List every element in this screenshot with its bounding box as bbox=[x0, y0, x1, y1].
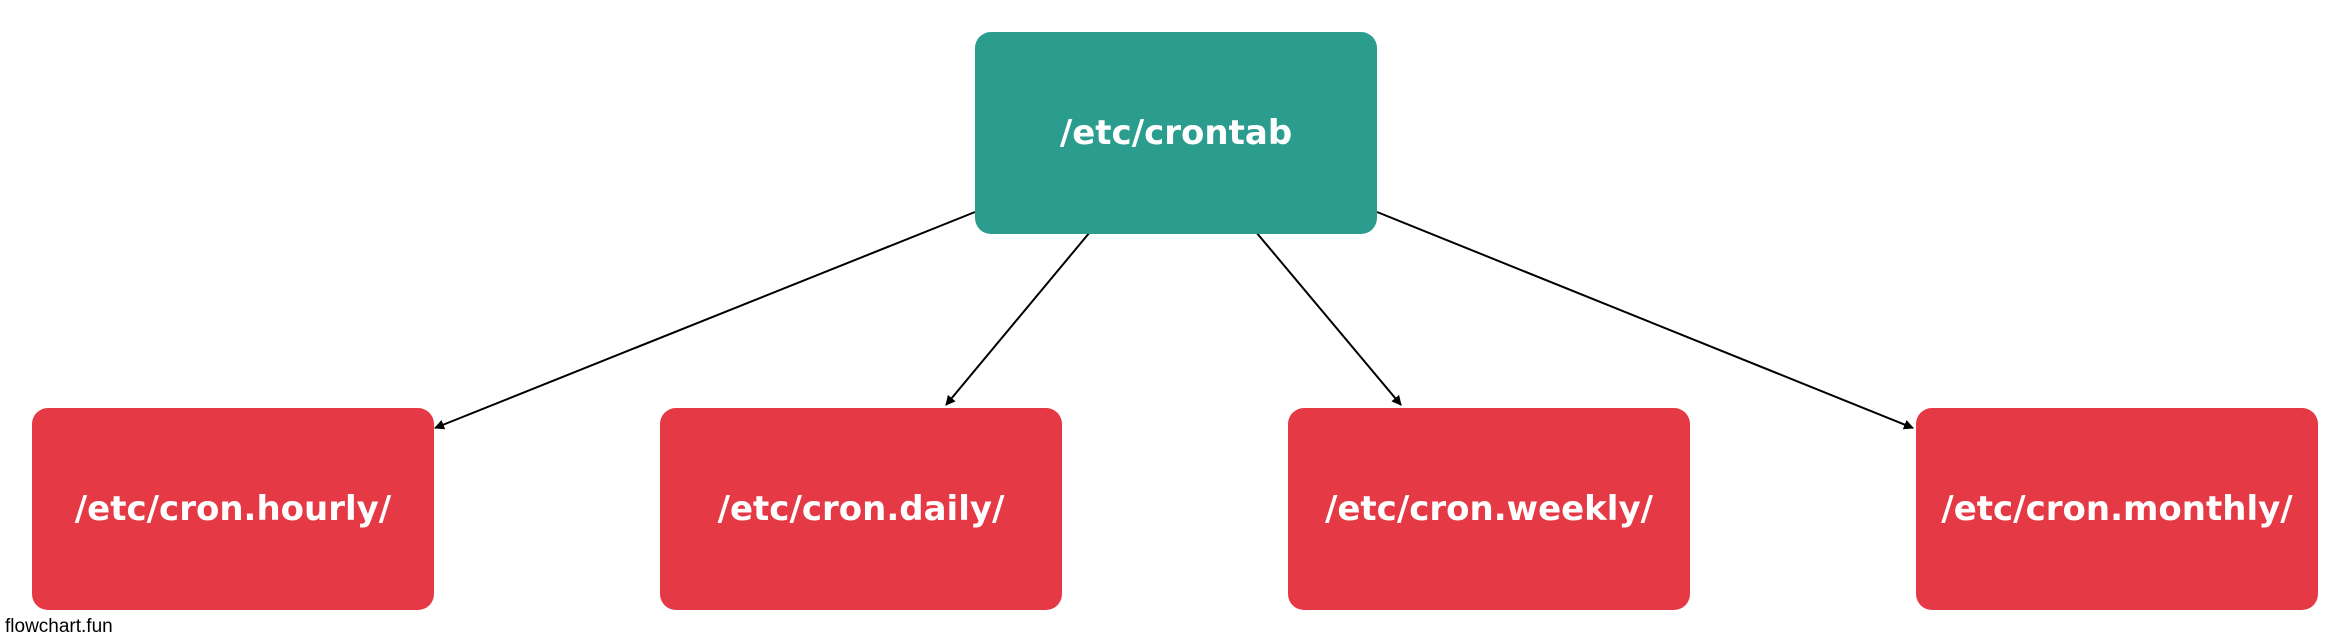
node-cron-weekly-label: /etc/cron.weekly/ bbox=[1324, 489, 1654, 529]
node-cron-monthly[interactable]: /etc/cron.monthly/ bbox=[1916, 408, 2318, 610]
node-cron-monthly-label: /etc/cron.monthly/ bbox=[1941, 489, 2293, 529]
node-cron-weekly[interactable]: /etc/cron.weekly/ bbox=[1288, 408, 1690, 610]
node-cron-daily[interactable]: /etc/cron.daily/ bbox=[660, 408, 1062, 610]
edge-crontab-to-monthly bbox=[1376, 211, 1914, 430]
edge-crontab-to-hourly bbox=[434, 211, 976, 430]
node-cron-daily-label: /etc/cron.daily/ bbox=[717, 489, 1005, 529]
node-cron-hourly[interactable]: /etc/cron.hourly/ bbox=[32, 408, 434, 610]
edge-crontab-to-daily bbox=[945, 231, 1091, 406]
node-crontab[interactable]: /etc/crontab bbox=[975, 32, 1377, 234]
watermark-text: flowchart.fun bbox=[5, 616, 113, 637]
edge-crontab-to-weekly bbox=[1255, 231, 1402, 406]
node-crontab-label: /etc/crontab bbox=[1059, 113, 1293, 153]
node-cron-hourly-label: /etc/cron.hourly/ bbox=[74, 489, 392, 529]
